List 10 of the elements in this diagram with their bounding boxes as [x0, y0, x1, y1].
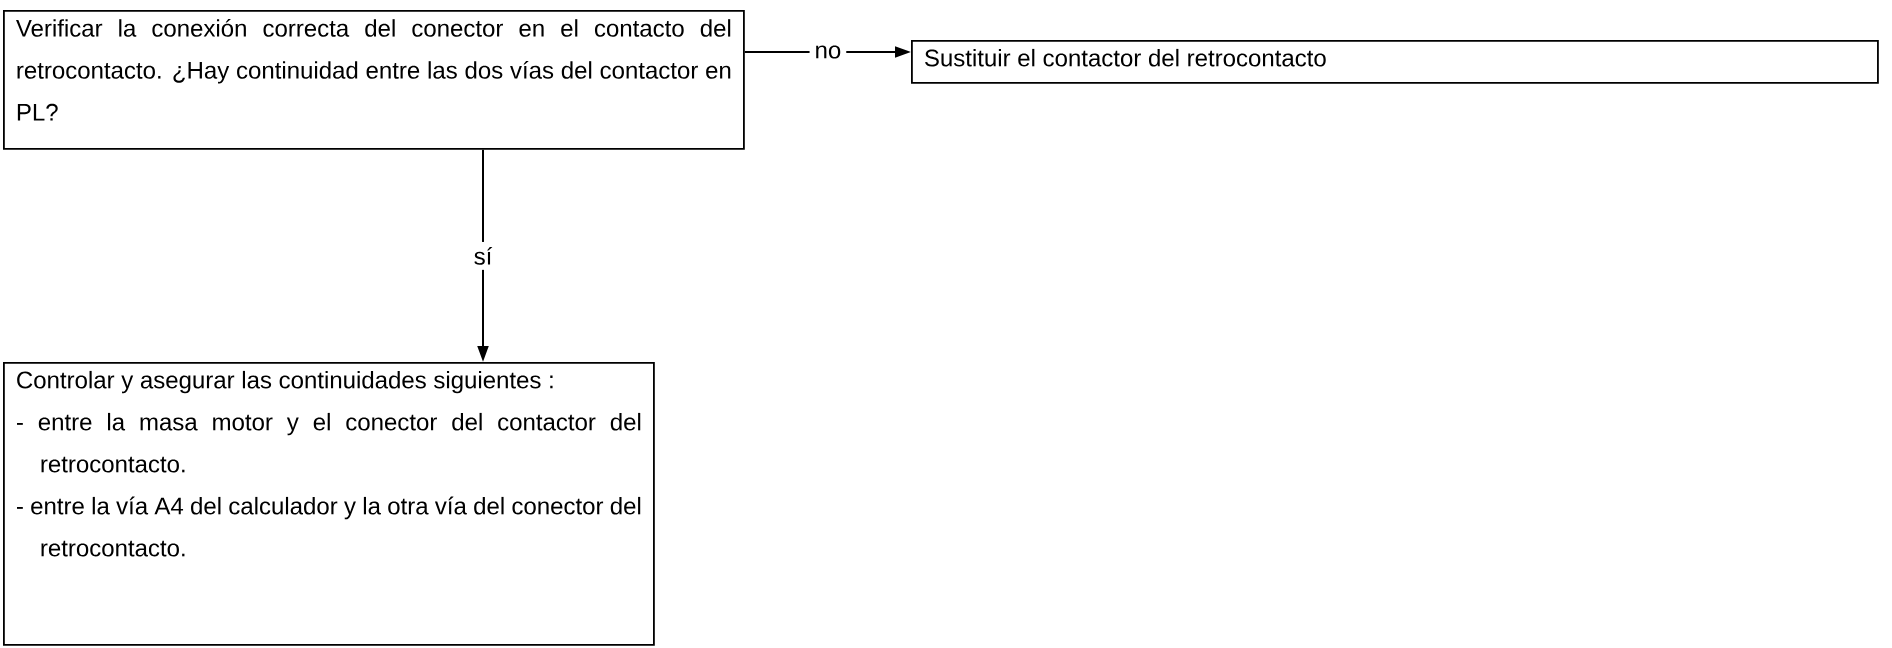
process-box	[3, 10, 745, 150]
edge-label: sí	[468, 241, 498, 270]
edge-label: no	[809, 40, 847, 64]
box-text: Verificar la conexión correcta del conector en el contacto del retrocontacto. ¿Hay continuidad entre las dos vías del contactor en PL?	[16, 18, 731, 121]
list-item: - entre la masa motor y el conector del contactor del retrocontacto.	[16, 412, 641, 473]
box-text: Controlar y asegurar las continuidades siguientes :	[17, 370, 553, 394]
process-box	[911, 40, 1879, 84]
process-box	[3, 362, 655, 646]
box-text: Sustituir el contactor del retrocontacto	[925, 48, 1326, 67]
list-item: - entre la vía A4 del calculador y la otra vía del conector del retrocontacto.	[16, 496, 641, 557]
